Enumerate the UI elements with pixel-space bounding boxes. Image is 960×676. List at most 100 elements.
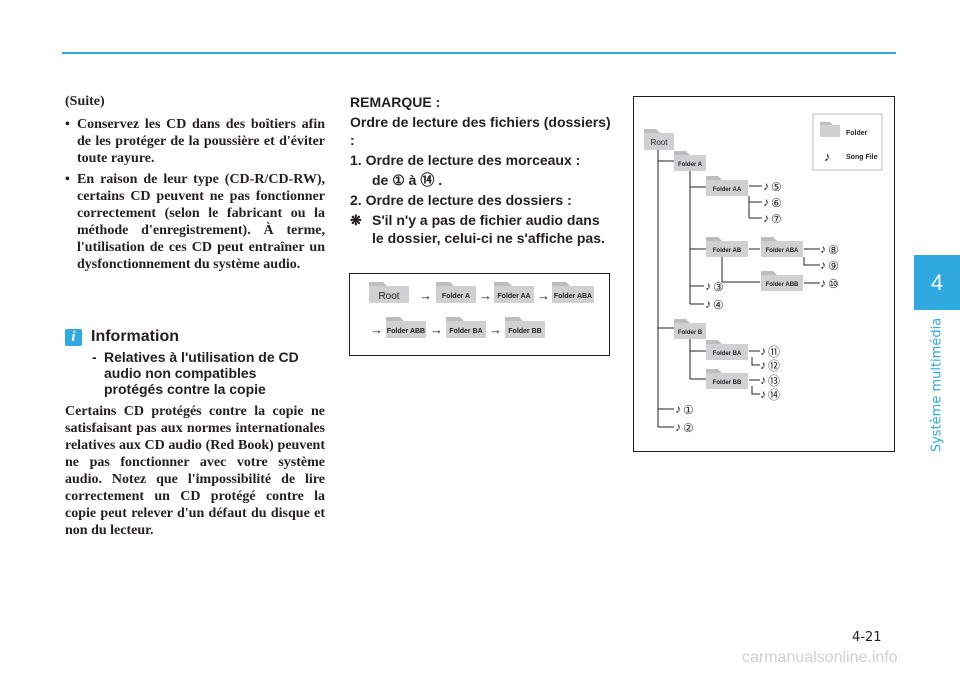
song-note-icon: ♪ — [760, 344, 766, 358]
legend-song-label: Song File — [846, 154, 878, 161]
information-subtitle: - Relatives à l'utilisation de CD audio … — [92, 349, 317, 397]
order-title: Ordre de lecture des fichiers (dossiers)… — [350, 114, 611, 148]
information-body: Certains CD protégés contre la copie ne … — [65, 404, 325, 538]
song-number: ⑬ — [768, 374, 780, 388]
bullet-text: En raison de leur type (CD-R/CD-RW), cer… — [77, 172, 325, 272]
left-column: (Suite) • Conservez les CD dans des boîti… — [65, 93, 325, 277]
sequence-folder-aa: Folder AA — [494, 282, 534, 303]
tree-connectors — [657, 150, 820, 428]
page-number: 4-21 — [852, 630, 882, 645]
sequence-folder-aba: Folder ABA — [552, 282, 594, 303]
song-number: ⑤ — [771, 180, 782, 194]
song-number: ⑨ — [828, 259, 839, 273]
sequence-label: Root — [378, 291, 399, 302]
tree-label: Folder ABB — [766, 282, 799, 288]
song-note-icon: ♪ — [675, 402, 681, 416]
tree-label: Folder AB — [713, 248, 742, 254]
song-note-icon: ♪ — [820, 242, 826, 256]
tree-folder-aba: Folder ABA — [761, 237, 803, 257]
sequence-folder-root: Root — [369, 282, 409, 303]
tree-folder-bb: Folder BB — [706, 369, 748, 389]
song-note-icon: ♪ — [760, 387, 766, 401]
sequence-label: Folder ABB — [387, 328, 425, 335]
legend-folder-label: Folder — [846, 130, 868, 137]
song-number: ⑩ — [828, 277, 839, 291]
tree-folder-a: Folder A — [674, 151, 706, 171]
order-item-1-range: de ① à ⑭ . — [372, 172, 443, 188]
note-text: S'il n'y a pas de fichier audio dans le … — [372, 212, 605, 246]
arrow-icon: → — [370, 322, 383, 337]
dash-mark: - — [92, 349, 97, 365]
remark-label: REMARQUE : — [350, 94, 441, 110]
song-number: ② — [683, 421, 694, 435]
remark-column: REMARQUE : Ordre de lecture des fichiers… — [350, 93, 612, 249]
tree-label: Folder A — [678, 162, 703, 168]
tree-folder-aa: Folder AA — [706, 176, 748, 196]
song-number: ④ — [713, 298, 724, 312]
sequence-folder-abb: Folder ABB — [386, 317, 426, 338]
song-note-icon: ♪ — [820, 258, 826, 272]
folder-sequence-diagram: Root → Folder A → Folder AA → Folder ABA… — [369, 282, 594, 338]
song-note-icon: ♪ — [820, 276, 826, 290]
bullet-mark: • — [65, 117, 70, 132]
sequence-label: Folder BB — [508, 328, 541, 335]
folder-sequence-box: Root → Folder A → Folder AA → Folder ABA… — [349, 273, 610, 356]
song-number: ⑦ — [771, 212, 782, 226]
song-note-icon: ♪ — [760, 373, 766, 387]
tree-label: Folder AA — [713, 187, 742, 193]
arrow-icon: → — [489, 322, 502, 337]
bullet-item: • En raison de leur type (CD-R/CD-RW), ce… — [65, 171, 325, 273]
folder-tree-diagram: Folder ♪ Song File — [644, 113, 883, 435]
suite-label: (Suite) — [65, 94, 105, 109]
tree-label: Folder BB — [713, 380, 742, 386]
header-rule — [62, 52, 896, 54]
tree-folder-root: Root — [644, 129, 674, 150]
sequence-label: Folder A — [442, 293, 470, 300]
information-title: Information — [91, 328, 179, 345]
song-number: ③ — [713, 280, 724, 294]
song-note-icon: ♪ — [760, 358, 766, 372]
arrow-icon: → — [419, 288, 432, 303]
info-icon: i — [65, 329, 82, 346]
order-item-1: 1. Ordre de lecture des morceaux : — [350, 152, 581, 168]
song-note-icon: ♪ — [705, 279, 711, 293]
information-subtitle-text: Relatives à l'utilisation de CD audio no… — [104, 349, 299, 397]
arrow-icon: → — [479, 288, 492, 303]
arrow-icon: → — [430, 322, 443, 337]
watermark: carmanualsonline.info — [742, 649, 898, 666]
sequence-folder-a: Folder A — [436, 282, 476, 303]
legend-note-icon: ♪ — [824, 149, 831, 164]
tree-label: Folder B — [678, 330, 703, 336]
song-number: ⑧ — [828, 243, 839, 257]
song-note-icon: ♪ — [763, 195, 769, 209]
tree-folder-ab: Folder AB — [706, 237, 748, 257]
bullet-mark: • — [65, 172, 70, 187]
song-note-icon: ♪ — [763, 211, 769, 225]
tree-folder-b: Folder B — [674, 319, 706, 339]
legend: Folder ♪ Song File — [812, 113, 883, 171]
bullet-text: Conservez les CD dans des boîtiers afin … — [77, 117, 325, 166]
song-number: ⑥ — [771, 196, 782, 210]
tree-label: Folder BA — [713, 351, 742, 357]
song-number: ⑭ — [768, 388, 780, 402]
arrow-icon: → — [537, 288, 550, 303]
section-title: Système multimédia — [929, 317, 945, 453]
order-item-2: 2. Ordre de lecture des dossiers : — [350, 192, 572, 208]
sequence-folder-ba: Folder BA — [446, 317, 486, 338]
tree-songs: ♪ ⑤ ♪ ⑥ ♪ ⑦ ♪ ⑧ ♪ ⑨ ♪ ⑩ ♪ ③ ♪ ④ ♪ ⑪ ♪ ⑫ … — [675, 179, 839, 435]
sequence-label: Folder AA — [497, 293, 530, 300]
bullet-item: • Conservez les CD dans des boîtiers afin… — [65, 116, 325, 167]
bullet-list: • Conservez les CD dans des boîtiers afin… — [65, 116, 325, 273]
song-note-icon: ♪ — [763, 179, 769, 193]
tree-label: Root — [651, 138, 669, 147]
tree-folder-ba: Folder BA — [706, 340, 748, 360]
note-paragraph: ❋S'il n'y a pas de fichier audio dans le… — [350, 211, 612, 247]
sequence-label: Folder BA — [449, 328, 482, 335]
folder-tree-box: Folder ♪ Song File — [633, 96, 895, 452]
song-number: ⑪ — [768, 345, 780, 359]
tree-label: Folder ABA — [766, 248, 799, 254]
chapter-tab: 4 — [914, 255, 960, 310]
sequence-label: Folder ABA — [554, 293, 592, 300]
legend-folder-icon — [820, 122, 833, 125]
tree-folder-abb: Folder ABB — [761, 271, 803, 291]
